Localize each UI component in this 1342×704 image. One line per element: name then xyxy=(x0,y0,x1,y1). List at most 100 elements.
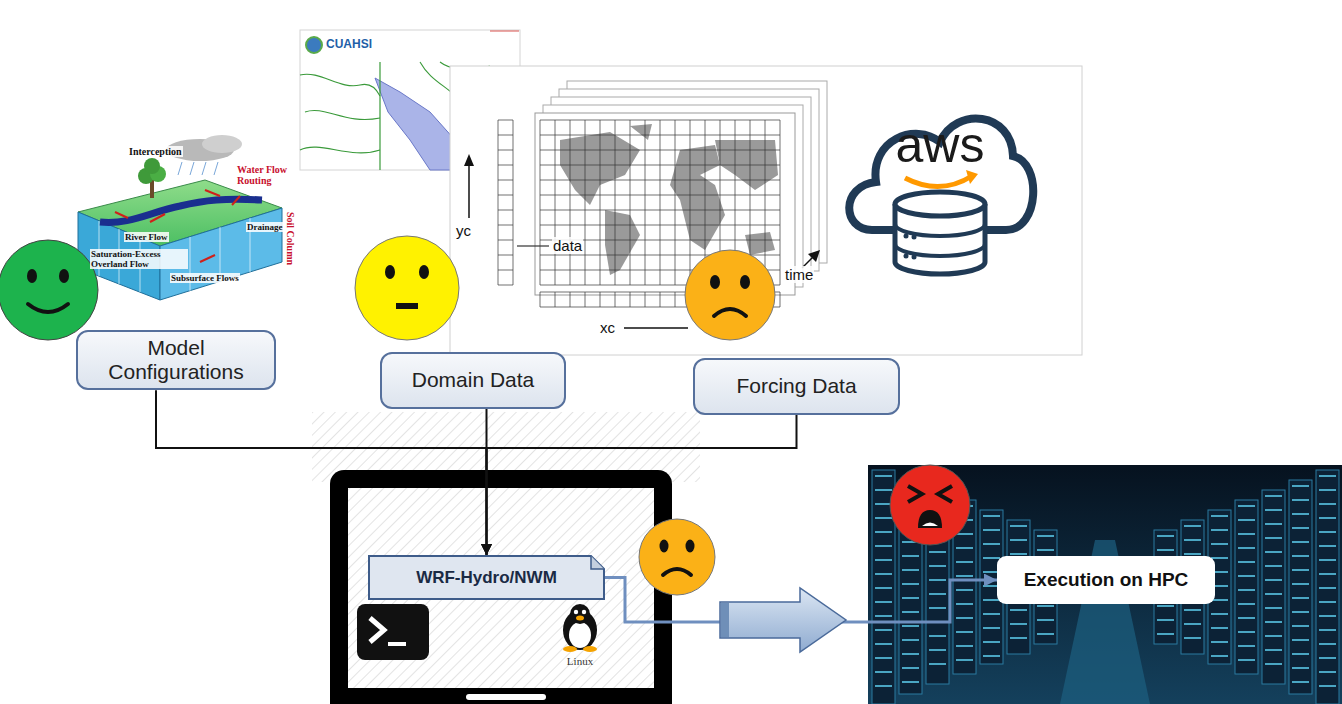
server-rack xyxy=(1037,535,1054,537)
hydrology-illustration xyxy=(115,212,128,218)
grid-lines xyxy=(498,270,513,271)
server-rack xyxy=(956,617,973,619)
logo-text: CUAHSI xyxy=(326,37,372,51)
server-rack xyxy=(1319,657,1336,659)
server-rack xyxy=(1238,659,1255,661)
server-rack xyxy=(875,643,892,645)
server-rack xyxy=(1238,505,1255,507)
server-rack xyxy=(875,573,892,575)
server-rack xyxy=(1319,503,1336,505)
sad-face xyxy=(710,275,720,289)
server-rack xyxy=(929,565,946,567)
server-rack xyxy=(1265,649,1282,651)
server-rack xyxy=(983,543,1000,545)
server-rack xyxy=(1157,605,1174,607)
map-thumbnail xyxy=(379,62,380,170)
gridded-data-figure xyxy=(670,145,725,250)
server-rack xyxy=(1211,515,1228,517)
server-rack xyxy=(929,607,946,609)
server-rack xyxy=(875,685,892,687)
server-rack xyxy=(1289,480,1312,694)
server-rack xyxy=(1010,637,1027,639)
grid-lines xyxy=(570,292,571,307)
cloud-storage-icon xyxy=(904,234,909,239)
server-rack xyxy=(902,569,919,571)
process-label: Drainage xyxy=(246,222,284,232)
server-rack xyxy=(956,645,973,647)
server-rack xyxy=(1157,535,1174,537)
laptop xyxy=(348,488,654,688)
server-rack xyxy=(1292,681,1309,683)
gridded-data-figure xyxy=(605,210,640,275)
grid-lines xyxy=(570,120,571,285)
os-label: Linux xyxy=(567,655,593,667)
grid-lines xyxy=(498,135,513,136)
axis-label: yc xyxy=(456,222,471,239)
linux-penguin xyxy=(563,604,597,652)
server-rack xyxy=(983,641,1000,643)
server-rack xyxy=(902,639,919,641)
grid-lines xyxy=(585,120,586,285)
server-rack xyxy=(1265,523,1282,525)
server-rack xyxy=(1238,561,1255,563)
server-rack xyxy=(1292,653,1309,655)
server-rack xyxy=(1265,509,1282,511)
axis-label: data xyxy=(552,237,583,254)
server-rack xyxy=(956,631,973,633)
server-rack xyxy=(1316,470,1339,704)
server-rack xyxy=(875,601,892,603)
angry-face xyxy=(890,465,970,545)
neutral-face xyxy=(385,265,395,279)
grid-lines xyxy=(600,120,601,285)
server-rack xyxy=(1238,519,1255,521)
server-rack xyxy=(1184,637,1201,639)
grid-lines xyxy=(600,292,601,307)
sad-face xyxy=(660,540,669,553)
gridded-data-figure xyxy=(745,232,775,255)
hydrology-illustration xyxy=(205,190,220,196)
server-rack xyxy=(1319,559,1336,561)
grid-lines xyxy=(555,120,556,285)
grid-lines xyxy=(630,120,631,285)
angry-face xyxy=(922,523,938,527)
angry-face xyxy=(918,510,942,528)
axis-label: xc xyxy=(600,319,615,336)
server-rack xyxy=(1292,597,1309,599)
map-thumbnail xyxy=(306,37,322,53)
grid-lines xyxy=(513,120,514,285)
cloud-storage-icon xyxy=(895,224,985,256)
sad-face xyxy=(714,309,746,316)
server-rack xyxy=(1292,583,1309,585)
server-rack xyxy=(1319,587,1336,589)
hydrology-illustration xyxy=(100,199,262,222)
server-rack xyxy=(1319,643,1336,645)
server-rack xyxy=(1010,525,1027,527)
linux-penguin xyxy=(576,616,584,621)
server-rack xyxy=(1319,601,1336,603)
server-rack xyxy=(875,531,892,533)
node-text: Domain Data xyxy=(412,368,535,392)
server-rack xyxy=(1211,627,1228,629)
neutral-face xyxy=(396,303,418,309)
server-rack xyxy=(1238,575,1255,577)
server-room xyxy=(868,465,1342,704)
server-rack xyxy=(1292,485,1309,487)
grid-lines xyxy=(540,292,541,307)
server-rack xyxy=(902,681,919,683)
linux-penguin xyxy=(574,610,578,614)
grid-lines xyxy=(660,120,661,285)
server-rack xyxy=(1265,495,1282,497)
gridded-data-figure xyxy=(468,164,470,218)
gridded-data-figure xyxy=(624,327,688,329)
connector-group xyxy=(156,390,997,622)
server-rack xyxy=(1211,543,1228,545)
server-rack xyxy=(1037,605,1054,607)
server-rack xyxy=(983,557,1000,559)
hydrology-illustration xyxy=(144,158,160,174)
server-rack xyxy=(956,561,973,563)
connector-arrow xyxy=(156,390,487,555)
happy-face xyxy=(59,269,69,283)
terminal-icon xyxy=(388,642,406,646)
block-arrow xyxy=(720,588,846,652)
grid-lines xyxy=(540,210,780,211)
